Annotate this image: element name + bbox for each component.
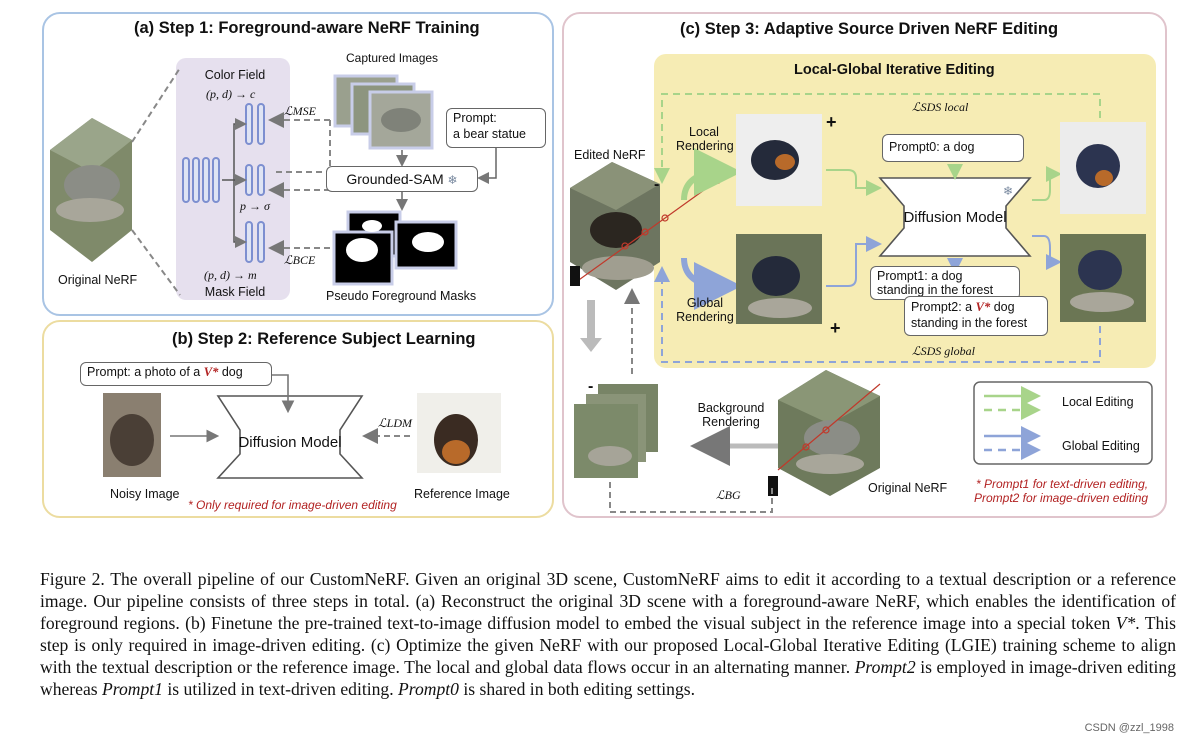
plus-sign-local: + [826, 112, 837, 132]
loss-ldm: ℒLDM [378, 416, 412, 430]
background-rendering-line2: Rendering [702, 415, 760, 430]
step2-note: * Only required for image-driven editing [188, 498, 397, 512]
captured-images-stack [333, 74, 434, 150]
original-nerf-label-c: Original NeRF [868, 481, 948, 495]
loss-bce: ℒBCE [284, 253, 316, 267]
local-rendering-label: Local Rendering [676, 125, 734, 154]
caption-part1: Figure 2. The overall pipeline of our Cu… [40, 569, 1176, 633]
prompt2-token: V* [975, 300, 991, 314]
snowflake-icon: ❄ [447, 173, 458, 187]
snowflake-icon-c: ❄ [1003, 184, 1014, 198]
plus-sign-global: + [830, 318, 841, 338]
loss-sds-global: ℒSDS global [912, 344, 975, 358]
mask-field-label: Mask Field [204, 285, 266, 299]
caption-part4: is utilized in text-driven editing. [162, 679, 399, 699]
background-rendering-line1: Background [697, 401, 765, 415]
prompt-box-a-value: a bear statue [453, 126, 526, 141]
noisy-dog-image [103, 393, 161, 477]
prompt2-prefix: Prompt2: a [911, 300, 976, 314]
footnote-line1: * Prompt1 for text-driven editing, [976, 477, 1149, 491]
noisy-image-label: Noisy Image [110, 487, 180, 501]
step2-title: (b) Step 2: Reference Subject Learning [172, 330, 476, 348]
local-rendered-image [736, 114, 822, 206]
pseudo-masks-label: Pseudo Foreground Masks [326, 289, 477, 303]
original-nerf-cube-c [778, 370, 880, 496]
diffusion-model-shape-c [878, 177, 1032, 257]
minus-sign-background: - [588, 378, 594, 395]
global-rendered-image [736, 234, 822, 324]
prompt-box-a-label: Prompt: [453, 111, 497, 125]
prompt-box-a: Prompt: a bear statue [446, 108, 546, 148]
background-rendering-images [574, 384, 658, 478]
step1-title: (a) Step 1: Foreground-aware NeRF Traini… [134, 19, 480, 37]
global-rendering-line2: Rendering [676, 310, 734, 325]
prompt-box-b-suffix: dog [218, 365, 243, 379]
prompt-box-b-token: V* [203, 365, 219, 379]
reference-dog-image [417, 393, 501, 473]
footnote-line2: Prompt2 for image-driven editing [974, 491, 1149, 505]
pseudo-mask-stack [332, 210, 458, 286]
legend-local-label: Local Editing [1062, 395, 1134, 409]
lgie-title: Local-Global Iterative Editing [794, 62, 995, 78]
diffusion-model-label-b: Diffusion Model [238, 434, 342, 451]
caption-part3: is employed in image-driven editing wher… [40, 657, 1177, 699]
figure-caption: Figure 2. The overall pipeline of our Cu… [40, 568, 1176, 700]
original-nerf-label-a: Original NeRF [58, 273, 138, 287]
caption-token: V* [1115, 613, 1136, 633]
grounded-sam-box: Grounded-SAM ❄ [326, 166, 478, 192]
density-equation: p → σ [240, 199, 270, 213]
prompt1-box: Prompt1: a dog standing in the forest [870, 266, 1020, 300]
caption-prompt0: Prompt0 [398, 679, 459, 699]
background-rendering-label: Background Rendering [694, 401, 768, 430]
caption-prompt2: Prompt2 [854, 657, 916, 677]
loss-sds-local: ℒSDS local [912, 100, 969, 114]
reference-image-label: Reference Image [414, 487, 510, 501]
caption-part5: is shared in both editing settings. [458, 679, 695, 699]
local-rendering-line2: Rendering [676, 139, 734, 154]
diffusion-model-label-c: Diffusion Model [903, 209, 1007, 226]
original-nerf-cube-a [50, 118, 132, 262]
diffusion-model-shape-b [216, 395, 364, 479]
legend-global-label: Global Editing [1062, 439, 1140, 453]
global-rendering-line1: Global [686, 296, 724, 310]
captured-images-label: Captured Images [346, 51, 439, 65]
step3-title: (c) Step 3: Adaptive Source Driven NeRF … [680, 20, 1059, 38]
caption-part2: . This step is only required in image-dr… [40, 613, 1176, 677]
color-field-equation: (p, d) → c [206, 87, 256, 101]
minus-sign-edited: - [654, 176, 660, 193]
local-rendering-line1: Local [689, 125, 719, 139]
global-rendering-label: Global Rendering [674, 296, 736, 325]
caption-prompt1: Prompt1 [102, 679, 163, 699]
grounded-sam-label: Grounded-SAM [346, 171, 444, 187]
prompt-box-b: Prompt: a photo of a V* dog [80, 362, 272, 386]
mask-field-equation: (p, d) → m [204, 268, 257, 282]
mlp-layers [182, 103, 265, 263]
edited-nerf-label: Edited NeRF [574, 148, 646, 162]
loss-bg: ℒBG [716, 488, 741, 502]
prompt2-box: Prompt2: a V* dog standing in the forest [904, 296, 1048, 336]
edited-nerf-cube [570, 162, 660, 290]
prompt2-suffix: dog standing in the forest [911, 300, 1028, 330]
prompt0-box: Prompt0: a dog [882, 134, 1024, 162]
watermark: CSDN @zzl_1998 [1084, 722, 1174, 734]
local-output-image [1060, 122, 1146, 214]
global-output-image [1060, 234, 1146, 322]
prompt-box-b-prefix: Prompt: a photo of a [87, 365, 204, 379]
color-field-label: Color Field [204, 68, 266, 82]
loss-mse: ℒMSE [284, 104, 316, 118]
